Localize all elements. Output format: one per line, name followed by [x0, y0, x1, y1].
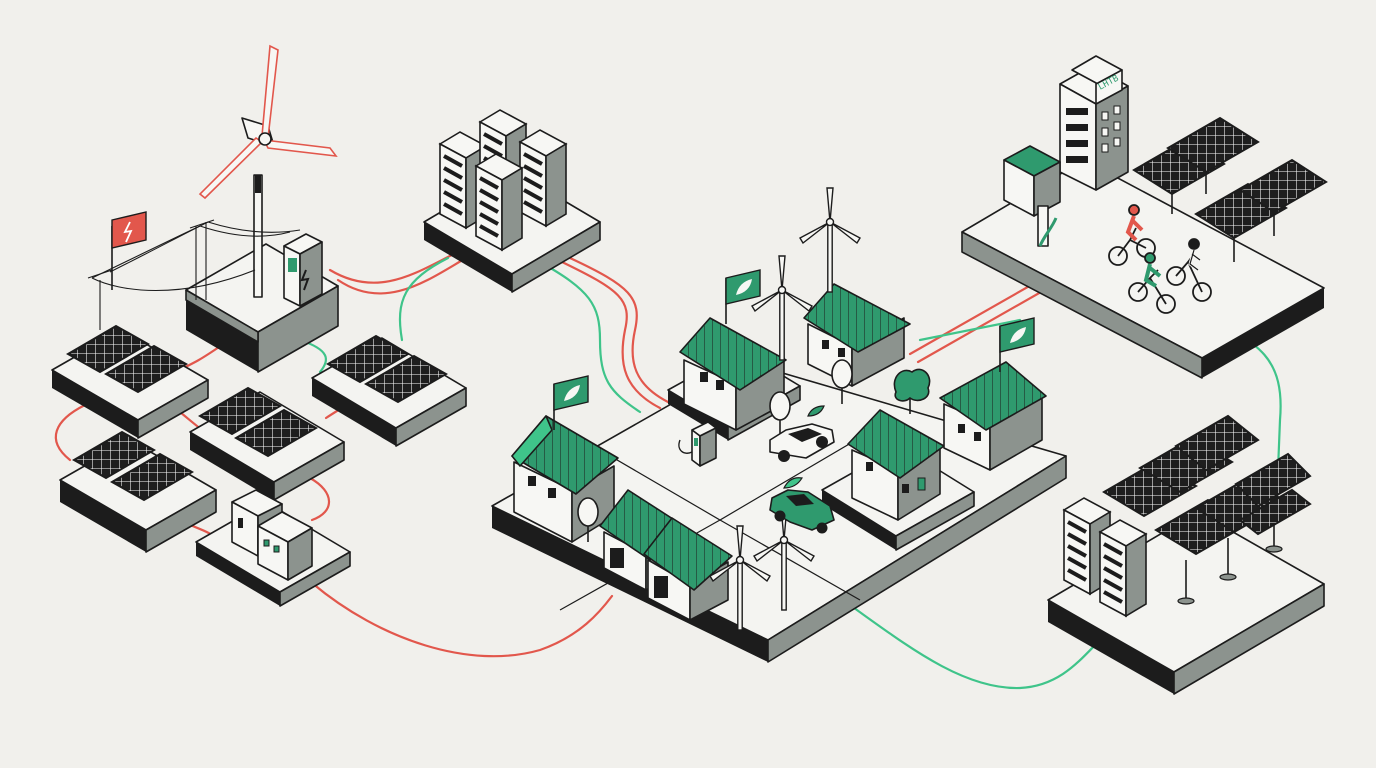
- ev-charger-icon: [1037, 205, 1058, 247]
- factory-platform: [195, 489, 351, 607]
- urban-solar-platform: [961, 159, 1325, 379]
- ev-charger-icon: [283, 233, 323, 307]
- transmission-lines: [87, 219, 301, 330]
- solar-platform-a: [51, 325, 209, 439]
- solar-platform-d: [59, 431, 217, 553]
- electric-car-icon: [769, 405, 835, 462]
- house-icon: [803, 283, 911, 387]
- factory-building: [231, 489, 313, 581]
- solar-platform-c: [189, 387, 345, 501]
- solar-farm-array: [1102, 414, 1312, 605]
- tree-icon: [893, 368, 931, 414]
- solar-platform-b: [311, 335, 467, 447]
- electric-car-icon: [769, 477, 835, 534]
- cyclist-icon: [1108, 204, 1156, 266]
- cyclist-icon: [1166, 238, 1212, 302]
- house-icon: [847, 409, 945, 521]
- ev-charger-icon: [678, 421, 717, 467]
- lightning-bolt-flag-icon: [111, 211, 147, 290]
- cyclist-icon: [1128, 252, 1176, 314]
- battery-kiosk: [1003, 145, 1061, 217]
- data-center-platform: [423, 108, 601, 293]
- wind-turbine-hub-platform: [185, 44, 339, 373]
- office-tower: LHTB: [1059, 55, 1129, 191]
- house-icon: [939, 361, 1047, 471]
- solar-array-right-top: [1132, 116, 1328, 262]
